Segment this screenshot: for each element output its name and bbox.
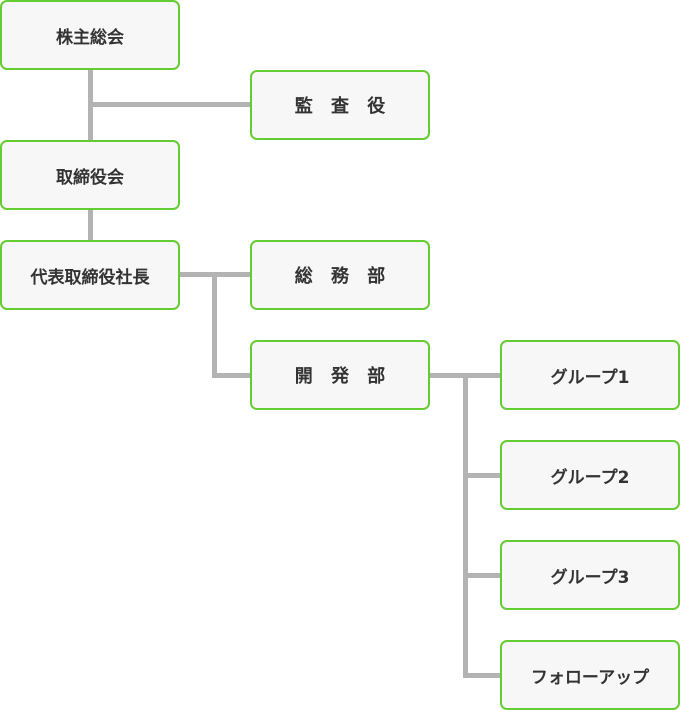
node-ceo: 代表取締役社長 [0,240,180,310]
node-auditor: 監 査 役 [250,70,430,140]
connector-development-branch [212,373,251,378]
node-label: グループ3 [550,567,630,588]
node-label: 開 発 部 [294,366,392,387]
node-board-of-directors: 取締役会 [0,140,180,210]
node-development: 開 発 部 [250,340,430,410]
connector-groups-vertical [463,375,468,678]
node-label: 代表取締役社長 [30,267,150,288]
node-label: 株主総会 [56,27,124,48]
node-label: 監 査 役 [294,96,392,117]
node-label: 取締役会 [56,167,124,188]
connector-ceo-vertical [212,274,217,378]
connector-group3-branch [465,573,501,578]
node-label: グループ2 [550,467,630,488]
node-follow-up: フォローアップ [500,640,680,710]
node-group-2: グループ2 [500,440,680,510]
connector-auditor-branch [90,102,251,107]
node-general-affairs: 総 務 部 [250,240,430,310]
node-label: 総 務 部 [294,266,392,287]
connector-board-ceo [88,209,93,241]
node-group-1: グループ1 [500,340,680,410]
node-label: グループ1 [550,367,630,388]
connector-group2-branch [465,473,501,478]
connector-followup-branch [465,673,501,678]
node-group-3: グループ3 [500,540,680,610]
node-shareholders-meeting: 株主総会 [0,0,180,70]
node-label: フォローアップ [530,667,650,688]
